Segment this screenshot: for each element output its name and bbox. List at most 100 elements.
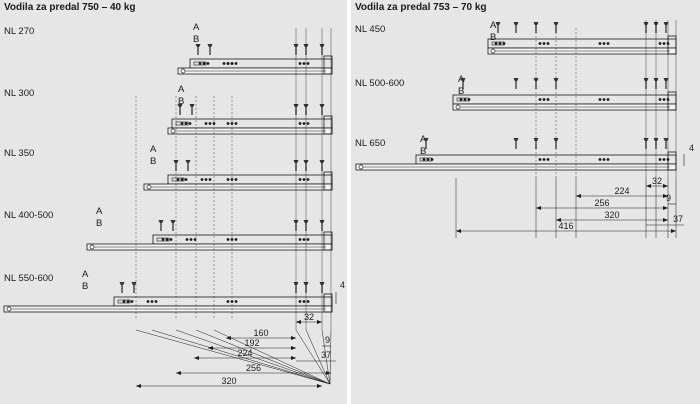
left-drawer-2-runner-hole	[208, 178, 212, 181]
left-drawer-4-runner-hole	[154, 300, 158, 303]
left-drawer-0-runner-hole	[298, 62, 302, 65]
right-drawer-2-screw	[663, 138, 669, 149]
left-drawer-2-runner-hole	[226, 178, 230, 181]
left-drawer-1-runner-hole	[208, 122, 212, 125]
right-drawer-0-screw	[495, 22, 501, 33]
right-side-dim-1-value: 9	[666, 193, 671, 203]
right-drawer-1-runner-hole	[542, 98, 546, 101]
right-drawer-2-runner-hole	[426, 158, 430, 161]
left-drawer-1-runner-hole	[298, 122, 302, 125]
left-drawer-3-runner-hole	[165, 238, 169, 241]
left-drawer-1-label-b: B	[178, 96, 184, 107]
left-side-dim-0-arrow-right	[317, 320, 322, 324]
left-ref-line	[321, 329, 331, 385]
left-drawer-3-runner-slot	[156, 237, 170, 242]
right-panel: Vodila za predal 753 – 70 kg	[351, 0, 700, 404]
left-drawer-3-runner-hole	[193, 238, 197, 241]
left-drawer-1-screw	[189, 104, 195, 115]
right-drawer-1-runner-hole	[606, 98, 610, 101]
left-drawer-2-runner-hole	[184, 178, 188, 181]
left-dim-1-value: 192	[244, 338, 259, 348]
left-drawer-3-runner-hole	[226, 238, 230, 241]
left-drawer-1-runner-hole	[302, 122, 306, 125]
left-drawer-2-runner-hole	[204, 178, 208, 181]
left-drawer-2-runner-hole	[200, 178, 204, 181]
left-drawer-2-runner-rear-bracket	[323, 171, 333, 191]
right-drawer-0-runner-hole	[658, 42, 662, 45]
right-drawer-2-runner-hole	[658, 158, 662, 161]
left-drawer-2-nl-label: NL 350	[4, 148, 34, 159]
right-drawer-2-runner-hole	[542, 158, 546, 161]
left-drawer-4-runner-slot	[117, 299, 131, 304]
left-drawer-3-label-a: A	[96, 206, 103, 217]
left-drawer-4-runner-hole	[234, 300, 238, 303]
left-drawer-4-runner-hole	[306, 300, 310, 303]
left-drawer-4-runner-hole	[302, 300, 306, 303]
right-drawer-2-runner-hole	[606, 158, 610, 161]
right-drawer-1-runner-hole	[546, 98, 550, 101]
right-drawer-1-runner-hole	[463, 98, 467, 101]
left-drawer-3-screw	[170, 220, 176, 231]
right-drawer-0-runner-hole	[598, 42, 602, 45]
left-drawer-2-runner-hole	[302, 178, 306, 181]
right-drawer-0-runner-box	[487, 38, 677, 49]
right-drawer-1-runner-hole	[467, 98, 471, 101]
left-side-dim-3-value: 4	[340, 280, 345, 290]
left-drawer-4-runner-hole	[298, 300, 302, 303]
right-drawer-0-label-a: A	[490, 20, 497, 31]
left-drawer-1-runner-hole	[184, 122, 188, 125]
left-drawer-0-runner-rear-bracket	[323, 55, 333, 75]
left-drawer-1-runner-hole	[188, 122, 192, 125]
left-drawer-4-runner-hole	[122, 300, 126, 303]
right-drawer-1-screw	[460, 78, 466, 89]
right-drawer-1-nl-label: NL 500-600	[355, 78, 404, 89]
right-drawer-2-runner-box	[415, 154, 677, 165]
right-drawer-1-runner-hole	[538, 98, 542, 101]
left-drawer-4-runner-hole	[130, 300, 134, 303]
left-drawer-3-nl-label: NL 400-500	[4, 210, 53, 221]
left-drawer-1-runner-slot	[175, 121, 189, 126]
left-drawer-1-runner-hole	[212, 122, 216, 125]
left-drawer-3-label-b: B	[96, 218, 102, 229]
right-drawer-2-runner-hole	[602, 158, 606, 161]
left-dim-4-arrow-right	[317, 384, 322, 388]
left-drawer-3-runner-hole	[306, 238, 310, 241]
right-dim-1-arrow-right	[663, 206, 668, 210]
left-drawer-3-runner-hole	[298, 238, 302, 241]
right-drawer-2-label-b: B	[420, 146, 426, 157]
right-drawer-2-runner-hole	[598, 158, 602, 161]
right-drawer-1-screw	[663, 78, 669, 89]
left-drawer-4-runner-hole	[150, 300, 154, 303]
right-drawer-1-runner-slot	[456, 97, 470, 102]
left-dim-1-arrow-left	[208, 346, 213, 350]
right-drawer-2-runner-hole	[422, 158, 426, 161]
left-dim-0-arrow-left	[226, 336, 231, 340]
left-dim-2-arrow-left	[194, 356, 199, 360]
left-drawer-2-label-b: B	[150, 156, 156, 167]
right-dim-3-arrow-left	[456, 229, 461, 233]
left-dim-4-arrow-left	[136, 384, 141, 388]
left-drawer-4-runner-hole	[146, 300, 150, 303]
right-side-dim-0-arrow-right	[663, 184, 668, 188]
right-drawer-2-screw	[553, 138, 559, 149]
right-drawer-2-screw	[423, 138, 429, 149]
right-drawer-1-runner-box	[452, 94, 677, 105]
right-dim-0-arrow-right	[663, 194, 668, 198]
left-drawer-1-runner-roller	[170, 128, 176, 134]
right-dim-2-value: 320	[604, 210, 619, 220]
left-drawer-3-screw	[158, 220, 164, 231]
left-drawer-1-runner-hole	[204, 122, 208, 125]
right-drawer-2-screw	[533, 138, 539, 149]
right-drawer-2-label-a: A	[420, 134, 427, 145]
left-ref-line	[195, 329, 331, 385]
left-drawer-0-screw	[207, 44, 213, 55]
right-drawer-1-screw	[533, 78, 539, 89]
left-drawer-3-runner-rear-bracket	[323, 231, 333, 251]
left-side-dim-2-value: 37	[321, 350, 331, 360]
left-drawer-4-screw	[119, 282, 125, 293]
right-drawer-0-runner-hole	[502, 42, 506, 45]
right-drawer-0-runner-hole	[662, 42, 666, 45]
left-drawer-2-screw	[185, 160, 191, 171]
right-side-dim-3-value: 4	[689, 143, 694, 153]
